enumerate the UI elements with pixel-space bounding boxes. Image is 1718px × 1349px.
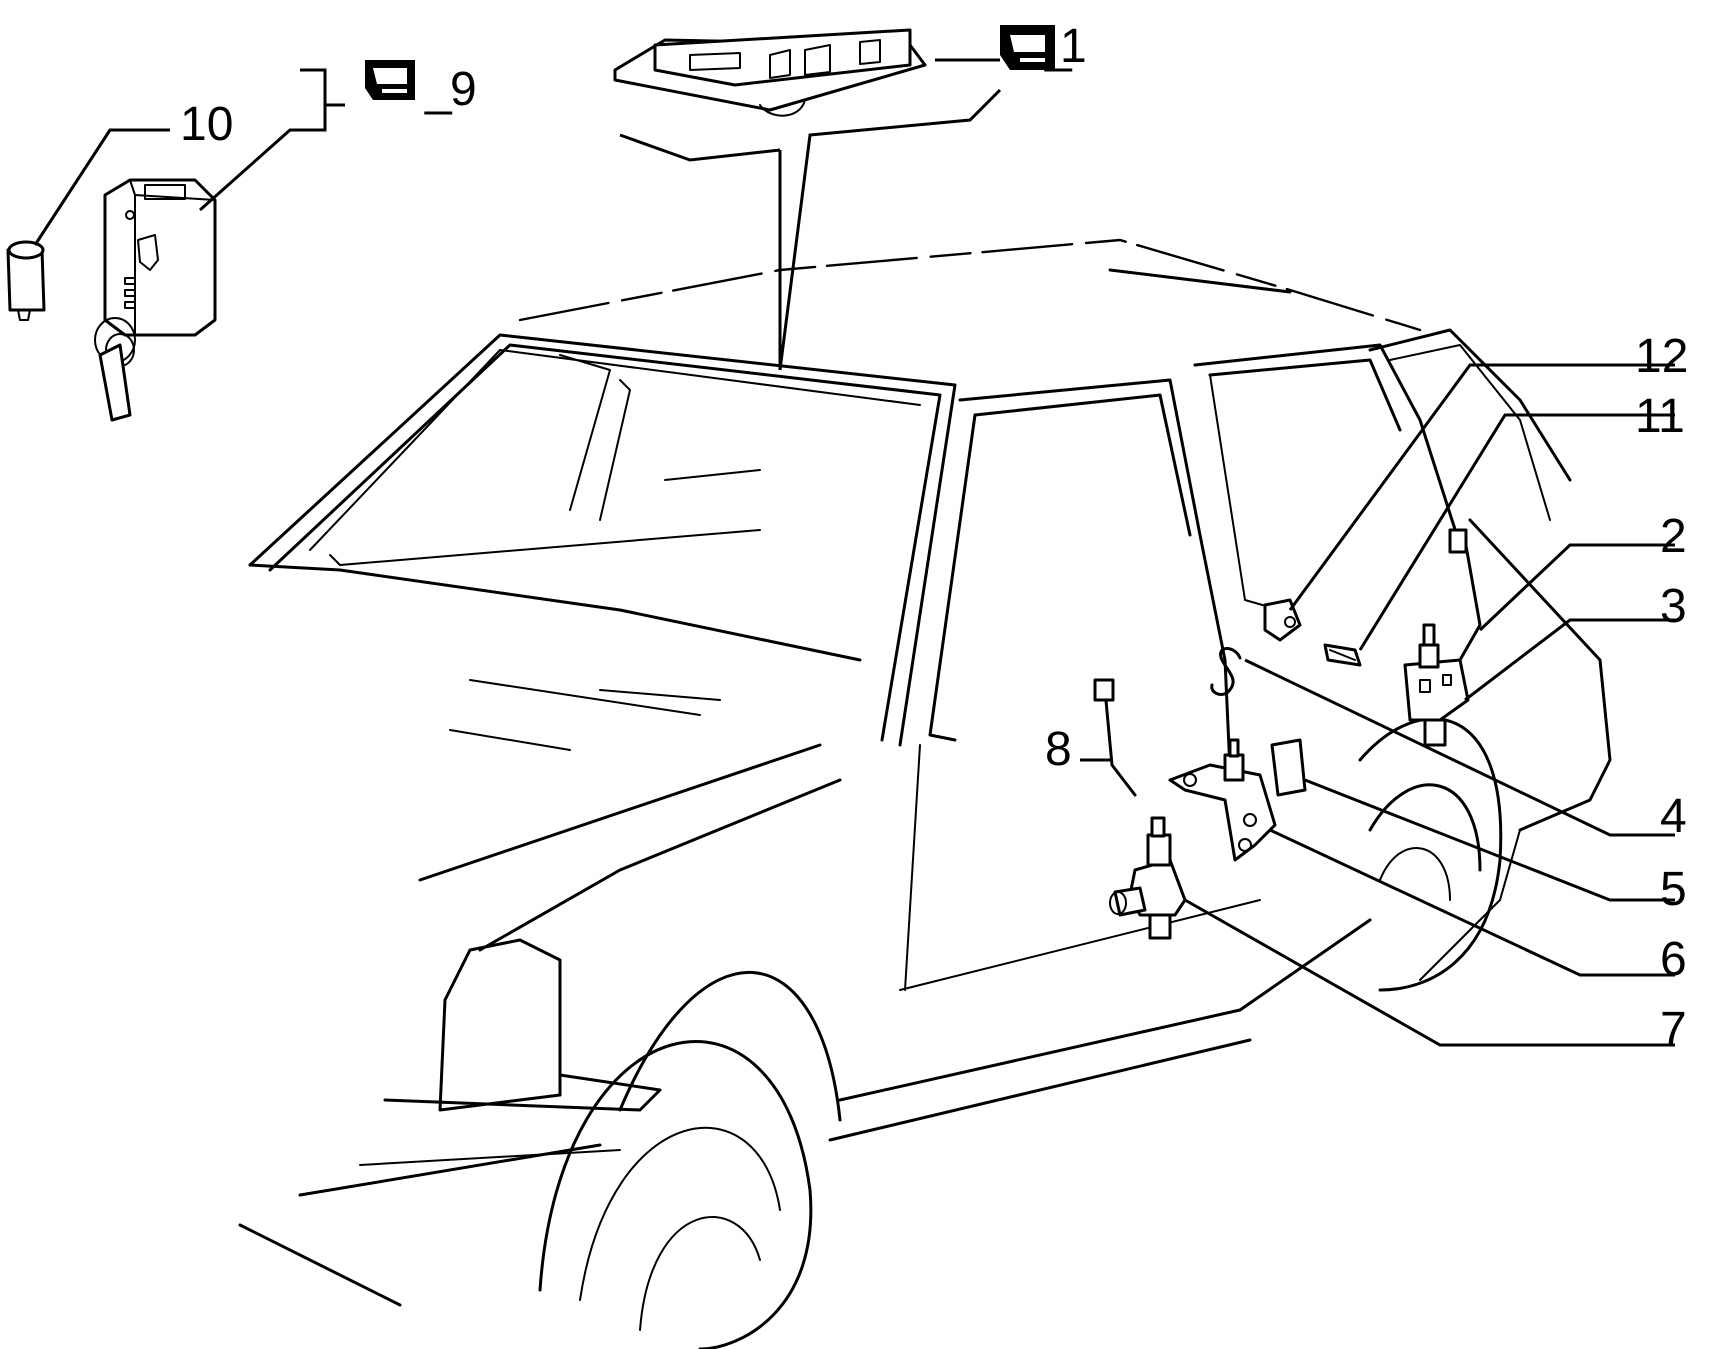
callout-1-label: 1: [1060, 20, 1087, 73]
callout-9-10-leaders: [33, 68, 345, 246]
callout-5-label: 5: [1660, 863, 1687, 916]
front-door-bracket-icon: [1168, 738, 1277, 862]
callout-9-dash: _: [424, 63, 453, 116]
callout-6-label: 6: [1660, 933, 1687, 986]
key-fob-icon: [94, 317, 136, 422]
callout-8-label: 8: [1045, 723, 1072, 776]
callout-10-label: 10: [180, 98, 233, 151]
s-clip-icon: [1210, 647, 1242, 696]
front-door-actuator-icon: [1109, 816, 1187, 940]
door-icon: [365, 60, 415, 100]
callout-9-label: 9: [450, 63, 477, 116]
callout-labels: 1 _ 2 3 4 5 6 7 8 9 _ 10 11 12: [180, 20, 1688, 1056]
screw-icon: [1323, 643, 1362, 667]
callout-7-label: 7: [1660, 1003, 1687, 1056]
callout-11-label: 11: [1635, 390, 1685, 443]
callout-4-label: 4: [1660, 790, 1687, 843]
front-rod-icon: [1093, 678, 1137, 797]
battery-icon: [6, 240, 46, 321]
remote-keyfob-transmitter-icon: [103, 178, 217, 337]
plate-icon: [1270, 738, 1307, 797]
callout-1-dash: _: [1044, 20, 1073, 73]
callout-12-label: 12: [1635, 330, 1688, 383]
callout-1-leader: [619, 58, 1002, 371]
callout-2-label: 2: [1660, 510, 1687, 563]
rod-icon: [1448, 528, 1482, 662]
car-body-outline: [238, 238, 1612, 1349]
right-callout-leaders: [1080, 363, 1675, 1047]
rear-door-actuator-icon: [1403, 623, 1470, 747]
door-icon: [1000, 25, 1055, 70]
callout-3-label: 3: [1660, 580, 1687, 633]
control-unit-icon: [613, 28, 927, 117]
